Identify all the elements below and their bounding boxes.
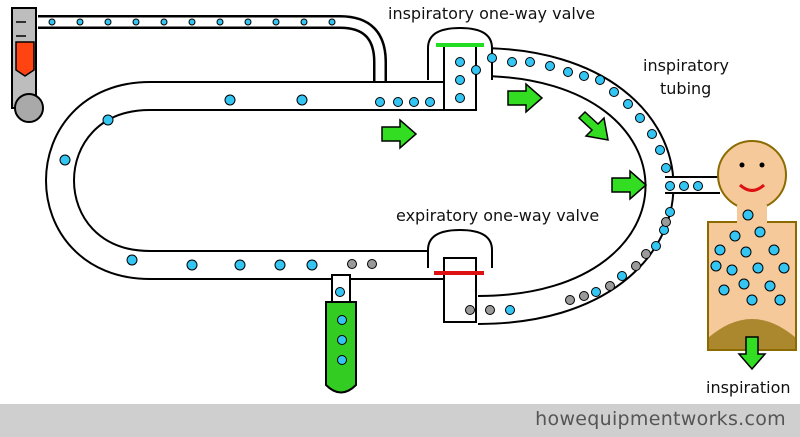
inspiration-label: inspiration (706, 378, 791, 397)
exhaled-gas-bubbles (347, 217, 671, 315)
patient-icon (707, 140, 797, 351)
fresh-gas-tube (38, 15, 387, 88)
flowmeter-icon (11, 7, 44, 123)
footer-site-link[interactable]: howequipmentworks.com (535, 408, 786, 430)
flow-arrow-icon (381, 82, 767, 371)
fresh-gas-bubbles (48, 18, 790, 365)
breathing-circuit-diagram (11, 7, 797, 394)
reservoir-bag-icon (325, 274, 357, 394)
footer-bar: howequipmentworks.com (0, 404, 800, 437)
expiratory-valve-label: expiratory one-way valve (396, 206, 600, 225)
circuit-tubing (45, 81, 448, 280)
inspiratory-tubing-label-line2: tubing (660, 79, 712, 98)
inspiratory-tubing-label-line1: inspiratory (643, 56, 730, 75)
inspiratory-valve-label: inspiratory one-way valve (388, 4, 596, 23)
